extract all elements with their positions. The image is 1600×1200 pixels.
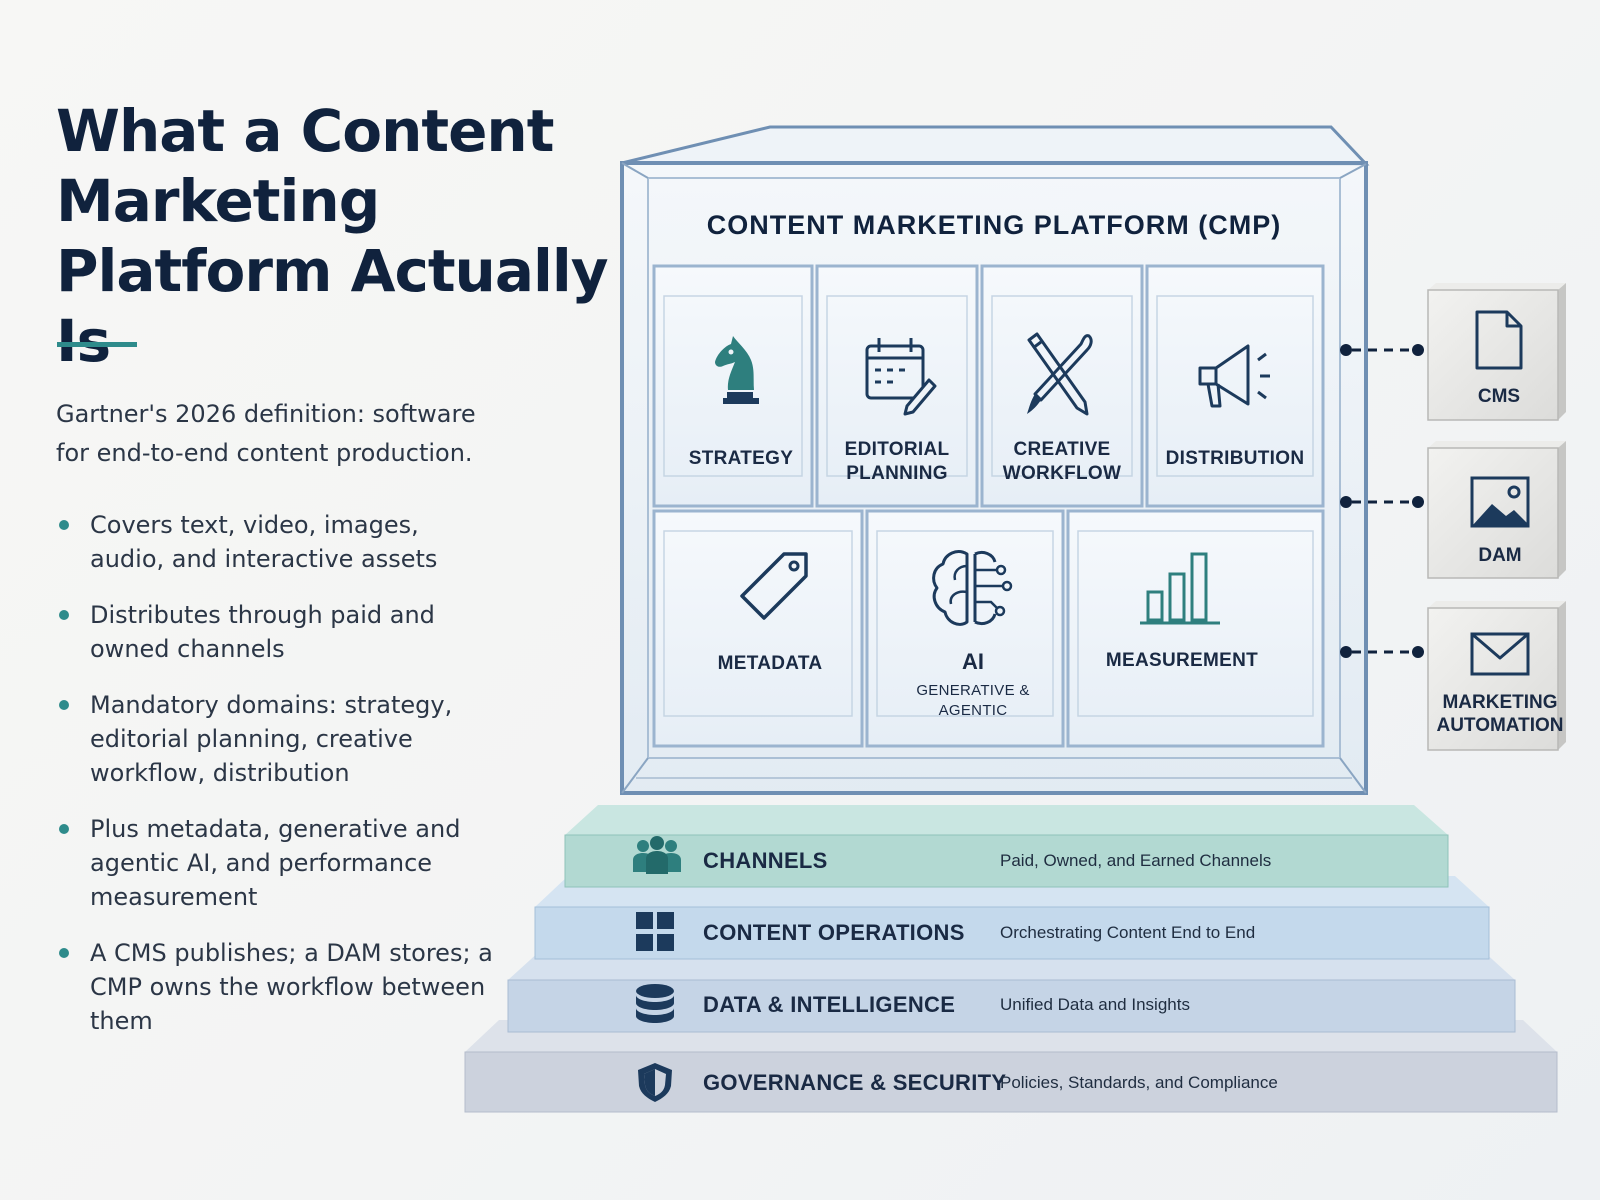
- document-icon: [1475, 310, 1523, 370]
- layer-description: Unified Data and Insights: [1000, 995, 1190, 1014]
- tag-icon: [740, 552, 808, 620]
- layer-content-operations: CONTENT OPERATIONS Orchestrating Content…: [534, 876, 1490, 960]
- layer-name: CONTENT OPERATIONS: [703, 920, 965, 945]
- box-inner-back: [647, 177, 1341, 759]
- layer-name: DATA & INTELLIGENCE: [703, 992, 955, 1017]
- layer-description: Policies, Standards, and Compliance: [1000, 1073, 1278, 1092]
- module-cell: [652, 509, 864, 748]
- module-measurement[interactable]: MEASUREMENT: [1066, 509, 1325, 748]
- layer-description: Paid, Owned, and Earned Channels: [1000, 851, 1271, 870]
- layer-name: GOVERNANCE & SECURITY: [703, 1070, 1006, 1095]
- people-icon: [633, 836, 681, 874]
- module-editorial-planning[interactable]: EDITORIAL PLANNING: [815, 264, 979, 508]
- module-cell: [865, 509, 1065, 748]
- database-icon: [636, 984, 674, 1023]
- integration-cms[interactable]: CMS: [1427, 283, 1566, 421]
- layer-channels: CHANNELS Paid, Owned, and Earned Channel…: [564, 805, 1449, 888]
- connector-dam: [1340, 496, 1424, 508]
- layer-name: CHANNELS: [703, 848, 828, 873]
- bullet-list: Covers text, video, images, audio, and i…: [56, 508, 496, 1060]
- module-cell: [815, 264, 979, 508]
- bullet-text: Mandatory domains: strategy, editorial p…: [90, 691, 453, 787]
- bullet-dot: [59, 610, 69, 620]
- module-label: METADATA: [718, 653, 823, 674]
- integration-label: DAM: [1478, 545, 1521, 566]
- module-label: CREATIVE: [1013, 439, 1110, 460]
- layer-data-intelligence: DATA & INTELLIGENCE Unified Data and Ins…: [507, 950, 1516, 1033]
- connector-marketing-automation: [1340, 646, 1424, 658]
- layer-governance: GOVERNANCE & SECURITY Policies, Standard…: [464, 1020, 1558, 1113]
- calendar-pencil-icon: [865, 338, 937, 416]
- shield-icon: [638, 1063, 672, 1102]
- subtitle: Gartner's 2026 definition: software for …: [56, 400, 476, 467]
- integration-box: [1427, 607, 1559, 751]
- layer-top-face: [565, 805, 1448, 835]
- bar-chart-icon: [1140, 552, 1220, 625]
- page-title: What a Content Marketing Platform Actual…: [56, 97, 609, 375]
- module-ai[interactable]: AI GENERATIVE & AGENTIC: [865, 509, 1065, 748]
- integration-label: MARKETING: [1442, 692, 1557, 713]
- module-sublabel: GENERATIVE &: [916, 682, 1029, 699]
- module-creative-workflow[interactable]: CREATIVE WORKFLOW: [980, 264, 1144, 508]
- connector-cms: [1340, 344, 1424, 356]
- module-label: PLANNING: [846, 463, 948, 484]
- module-cell: [1066, 509, 1325, 748]
- integration-marketing-automation[interactable]: MARKETING AUTOMATION: [1427, 601, 1566, 751]
- layer-front-face: [534, 906, 1490, 960]
- layer-description: Orchestrating Content End to End: [1000, 923, 1255, 942]
- bullet-item: Mandatory domains: strategy, editorial p…: [56, 688, 496, 790]
- pencil-brush-icon: [1027, 332, 1093, 416]
- bullet-dot: [59, 520, 69, 530]
- bullet-text: Distributes through paid and owned chann…: [90, 601, 435, 663]
- module-sublabel: AGENTIC: [939, 702, 1008, 719]
- chess-knight-icon: [715, 336, 759, 404]
- bullet-dot: [59, 948, 69, 958]
- module-metadata[interactable]: METADATA: [652, 509, 864, 748]
- accent-rule: [57, 342, 137, 347]
- box-roof: [621, 125, 1370, 166]
- integration-label: CMS: [1478, 386, 1520, 407]
- module-label: MEASUREMENT: [1106, 650, 1258, 671]
- brain-circuit-icon: [932, 550, 1013, 626]
- bullet-item: Covers text, video, images, audio, and i…: [56, 508, 496, 576]
- cmp-label: CONTENT MARKETING PLATFORM (CMP): [707, 210, 1281, 240]
- grid-icon: [636, 912, 674, 951]
- bullet-item: Plus metadata, generative and agentic AI…: [56, 812, 496, 914]
- module-label: STRATEGY: [689, 448, 793, 469]
- module-cell: [1145, 264, 1325, 508]
- module-label: DISTRIBUTION: [1166, 448, 1305, 469]
- module-label: WORKFLOW: [1003, 463, 1121, 484]
- bullet-dot: [59, 824, 69, 834]
- layer-front-face: [507, 979, 1516, 1033]
- bullet-text: Plus metadata, generative and agentic AI…: [90, 815, 461, 911]
- bullet-dot: [59, 700, 69, 710]
- megaphone-icon: [1198, 344, 1270, 408]
- module-label: AI: [962, 649, 984, 674]
- image-icon: [1470, 476, 1530, 528]
- integration-dam[interactable]: DAM: [1427, 441, 1566, 579]
- bullet-item: A CMS publishes; a DAM stores; a CMP own…: [56, 936, 496, 1038]
- module-strategy[interactable]: STRATEGY: [652, 264, 814, 508]
- envelope-icon: [1470, 632, 1530, 676]
- bullet-text: Covers text, video, images, audio, and i…: [90, 511, 438, 573]
- bullet-text: A CMS publishes; a DAM stores; a CMP own…: [90, 939, 493, 1035]
- module-label: EDITORIAL: [845, 439, 950, 460]
- integration-label: AUTOMATION: [1436, 715, 1563, 736]
- module-distribution[interactable]: DISTRIBUTION: [1145, 264, 1325, 508]
- bullet-item: Distributes through paid and owned chann…: [56, 598, 496, 666]
- layer-front-face: [564, 834, 1449, 888]
